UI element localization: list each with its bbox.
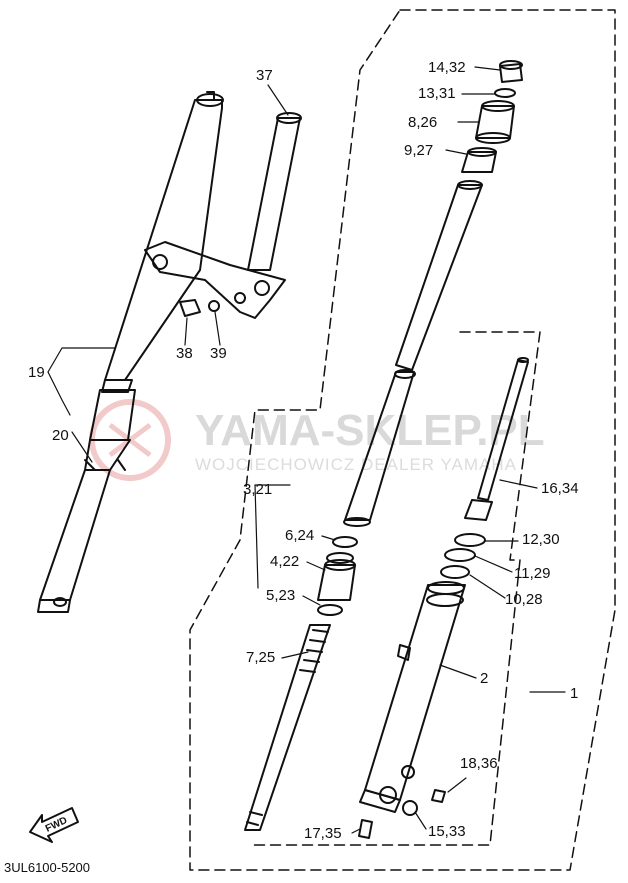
label-39: 39 bbox=[210, 345, 227, 362]
label-14-32: 14,32 bbox=[428, 59, 466, 76]
spacer-8-26 bbox=[475, 100, 515, 144]
leader-lines bbox=[47, 66, 566, 834]
bolt-17-35 bbox=[358, 819, 373, 839]
inner-tube-3-21 bbox=[343, 180, 483, 527]
watermark-subtitle: WOJCIECHOWICZ DEALER YAMAHA bbox=[195, 455, 517, 474]
label-18-36: 18,36 bbox=[460, 755, 498, 772]
spacer-9-27 bbox=[461, 147, 497, 173]
washer-15-33 bbox=[402, 800, 418, 816]
label-8-26: 8,26 bbox=[408, 114, 437, 131]
label-7-25: 7,25 bbox=[246, 649, 275, 666]
o-ring bbox=[494, 88, 516, 98]
sub-assembly-boundary bbox=[249, 331, 541, 846]
assembled-fork bbox=[37, 91, 302, 613]
damper-rod-16-34 bbox=[464, 357, 529, 521]
label-10-28: 10,28 bbox=[505, 591, 543, 608]
label-9-27: 9,27 bbox=[404, 142, 433, 159]
label-1: 1 bbox=[570, 685, 578, 702]
diagram-code: 3UL6100-5200 bbox=[4, 860, 90, 875]
cap-bolt bbox=[499, 60, 523, 83]
label-20: 20 bbox=[52, 427, 69, 444]
label-11-29: 11,29 bbox=[514, 565, 550, 582]
label-3-21: 3,21 bbox=[243, 481, 272, 498]
label-2: 2 bbox=[480, 670, 488, 687]
washers-12-30-11-29-10-28 bbox=[440, 533, 486, 579]
label-6-24: 6,24 bbox=[285, 527, 314, 544]
label-16-34: 16,34 bbox=[541, 480, 579, 497]
label-12-30: 12,30 bbox=[522, 531, 560, 548]
assembly-boundary bbox=[189, 9, 616, 871]
fwd-arrow-icon bbox=[29, 807, 79, 843]
label-38: 38 bbox=[176, 345, 193, 362]
label-19: 19 bbox=[28, 364, 45, 381]
spring-7-25 bbox=[244, 624, 331, 831]
label-17-35: 17,35 bbox=[304, 825, 342, 842]
outer-tube-2 bbox=[359, 581, 466, 813]
label-15-33: 15,33 bbox=[428, 823, 466, 840]
seals-6-24-5-23 bbox=[317, 536, 358, 616]
bolt-18-36 bbox=[431, 789, 446, 803]
guide-4-22 bbox=[317, 559, 356, 601]
label-5-23: 5,23 bbox=[266, 587, 295, 604]
label-4-22: 4,22 bbox=[270, 553, 299, 570]
label-37: 37 bbox=[256, 67, 273, 84]
label-13-31: 13,31 bbox=[418, 85, 456, 102]
